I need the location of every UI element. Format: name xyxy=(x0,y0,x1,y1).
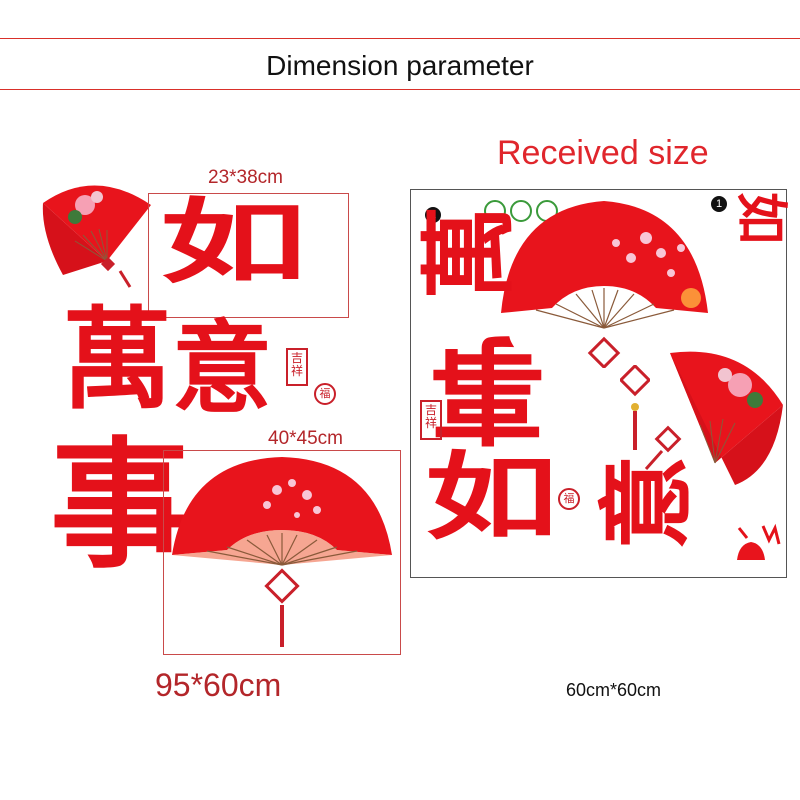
sheet-calligraphy-char-shi: 事 xyxy=(430,320,546,455)
round-seal-stamp: 福 xyxy=(314,383,336,405)
calligraphy-char-yi: 意 xyxy=(172,309,272,427)
small-chinese-knot-icon xyxy=(644,425,682,470)
sheet-number-badge-2: 1 xyxy=(711,196,727,212)
large-fan-dimension: 40*45cm xyxy=(268,428,343,449)
sheet-calligraphy-char-ru: 如 xyxy=(425,442,559,553)
eco-certification-icon xyxy=(484,200,506,222)
eco-certification-icon xyxy=(510,200,532,222)
sheet-calligraphy-char-wan: 萬 xyxy=(414,204,526,301)
sticker-sheet-frame xyxy=(410,189,787,578)
sheet-number-badge: 1 xyxy=(425,207,441,223)
top-rule xyxy=(0,38,800,39)
sheet-small-fan-icon xyxy=(670,351,783,485)
small-fan-frame xyxy=(148,193,349,318)
sheet-round-seal-stamp: 福 xyxy=(558,488,580,510)
small-fan-icon xyxy=(42,185,151,288)
sheet-large-fan-icon xyxy=(501,201,708,368)
page-title: Dimension parameter xyxy=(266,50,534,81)
bottom-rule xyxy=(0,89,800,90)
sheet-calligraphy-fragment: 如 xyxy=(730,191,792,245)
mini-preview-icon xyxy=(737,523,781,560)
calligraphy-char-ru: 如 xyxy=(160,188,308,296)
overall-dimension: 95*60cm xyxy=(155,667,282,703)
chinese-knot-icon xyxy=(620,365,650,450)
large-fan-frame xyxy=(163,450,401,655)
sheet-calligraphy-char-yi: 意 xyxy=(592,454,704,551)
seal-stamp: 吉祥 xyxy=(286,348,308,386)
large-fan-icon xyxy=(172,457,392,647)
sheet-size-label: 60cm*60cm xyxy=(566,680,662,700)
small-fan-dimension: 23*38cm xyxy=(208,167,283,188)
received-size-heading: Received size xyxy=(497,134,709,172)
sheet-seal-stamp: 吉祥 xyxy=(420,400,442,440)
calligraphy-char-wan: 萬 xyxy=(62,295,172,424)
calligraphy-char-shi: 事 xyxy=(50,424,191,588)
